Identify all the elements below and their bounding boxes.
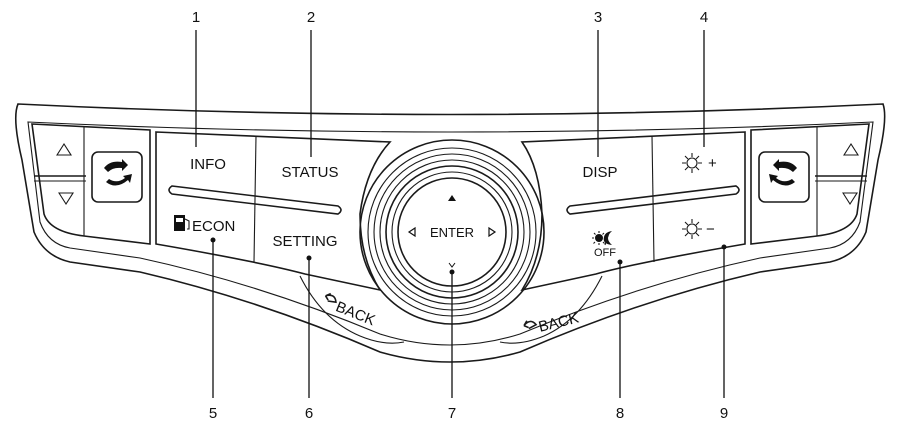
day-night-off-label: OFF bbox=[594, 247, 616, 259]
brightness-up-label: + bbox=[708, 155, 717, 172]
sun-icon bbox=[682, 219, 702, 239]
air-recirculation-icon bbox=[769, 159, 797, 186]
right-air-recirc-button[interactable] bbox=[758, 151, 810, 203]
brightness-down-label: − bbox=[706, 221, 715, 238]
callout-leaders bbox=[195, 30, 727, 398]
back-arrow-icon bbox=[523, 320, 538, 330]
enter-label: ENTER bbox=[430, 225, 474, 240]
fuel-pump-icon bbox=[174, 215, 190, 231]
sun-icon bbox=[682, 153, 702, 173]
left-back-housing bbox=[299, 275, 405, 344]
back-left-button[interactable]: BACK bbox=[320, 292, 378, 329]
disp-button[interactable]: DISP bbox=[582, 164, 617, 181]
triangle-down-icon bbox=[57, 192, 75, 206]
right-button-block bbox=[520, 131, 746, 292]
back-right-button[interactable]: BACK bbox=[523, 308, 581, 339]
controller-right-icon bbox=[488, 226, 497, 238]
triangle-up-icon bbox=[55, 142, 73, 156]
econ-button[interactable]: ECON bbox=[174, 215, 235, 235]
right-back-housing bbox=[499, 275, 603, 344]
day-night-icon bbox=[592, 231, 612, 246]
callout-1: 1 bbox=[192, 9, 200, 26]
callout-7: 7 bbox=[448, 405, 456, 422]
left-air-recirc-button[interactable] bbox=[91, 151, 143, 203]
controller-up-icon bbox=[448, 195, 456, 201]
brightness-down-button[interactable]: − bbox=[682, 219, 715, 239]
day-night-off-button[interactable]: OFF bbox=[592, 231, 616, 259]
triangle-down-icon bbox=[841, 192, 859, 206]
disp-label: DISP bbox=[582, 164, 617, 181]
callout-9: 9 bbox=[720, 405, 728, 422]
left-divider-bar bbox=[168, 185, 342, 215]
econ-label: ECON bbox=[192, 218, 235, 235]
info-button[interactable]: INFO bbox=[190, 156, 226, 173]
right-divider-bar bbox=[566, 185, 740, 215]
right-climate-pod bbox=[750, 123, 870, 245]
left-temp-down-button[interactable] bbox=[57, 192, 75, 206]
status-button[interactable]: STATUS bbox=[282, 164, 339, 181]
left-temp-up-button[interactable] bbox=[55, 142, 73, 156]
info-label: INFO bbox=[190, 156, 226, 173]
air-recirculation-icon bbox=[104, 159, 132, 186]
right-temp-down-button[interactable] bbox=[841, 192, 859, 206]
triangle-up-icon bbox=[842, 142, 860, 156]
controller-left-icon bbox=[407, 226, 416, 238]
callout-5: 5 bbox=[209, 405, 217, 422]
setting-button[interactable]: SETTING bbox=[272, 233, 337, 250]
callout-8: 8 bbox=[616, 405, 624, 422]
callout-2: 2 bbox=[307, 9, 315, 26]
right-temp-up-button[interactable] bbox=[842, 142, 860, 156]
panel-outer-housing bbox=[14, 103, 886, 363]
back-arrow-icon bbox=[324, 292, 337, 304]
brightness-up-button[interactable]: + bbox=[682, 153, 717, 173]
controller-down-icon bbox=[448, 262, 456, 268]
callout-6: 6 bbox=[305, 405, 313, 422]
setting-label: SETTING bbox=[272, 233, 337, 250]
enter-button[interactable]: ENTER bbox=[430, 225, 474, 240]
left-button-block bbox=[155, 131, 392, 292]
callout-3: 3 bbox=[594, 9, 602, 26]
back-right-label: BACK bbox=[537, 309, 581, 335]
left-climate-pod bbox=[31, 123, 151, 245]
status-label: STATUS bbox=[282, 164, 339, 181]
callout-4: 4 bbox=[700, 9, 708, 26]
